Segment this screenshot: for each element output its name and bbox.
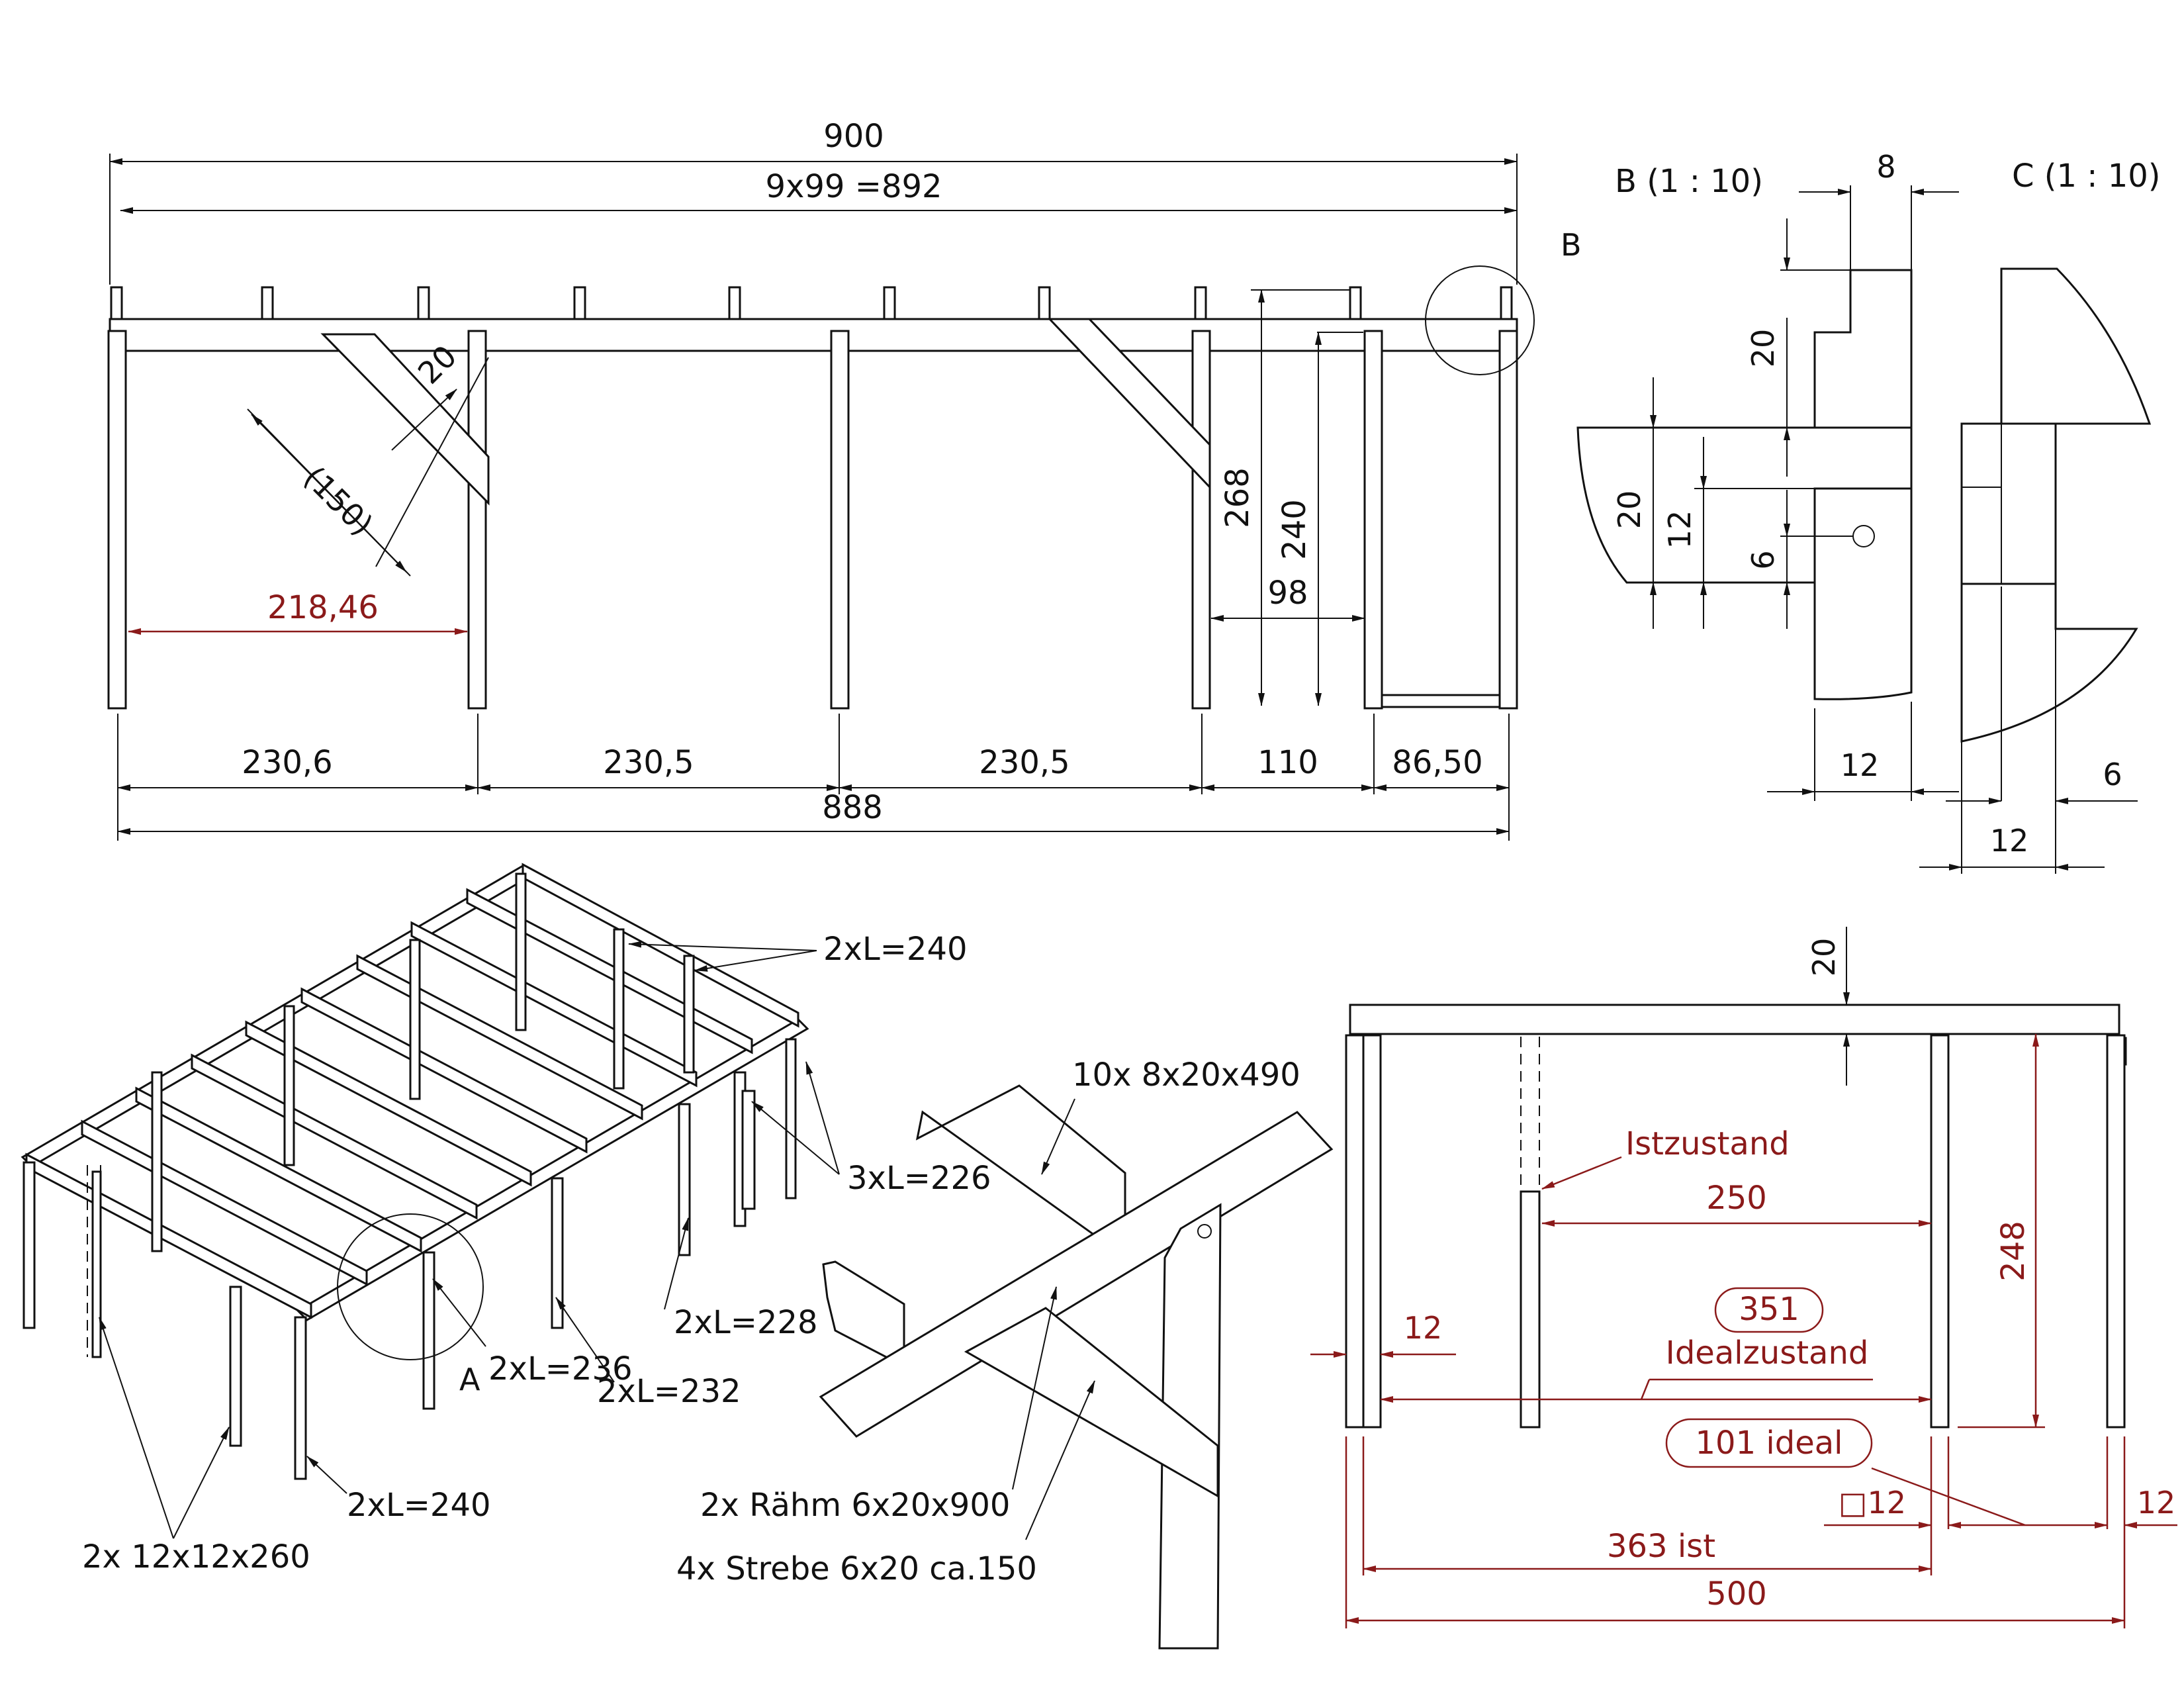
iso-label-posts-240-top: 2xL=240 [823,931,968,968]
side-post-2 [1362,1034,1382,1429]
detail-c-top-cut [2000,267,2152,425]
side-actual-label: Istzustand [1625,1125,1790,1162]
detail-b-post-top [1813,269,1913,429]
detail-c-dim-6: 6 [2103,757,2122,792]
side-post-3 [1930,1034,1950,1429]
side-overall-width: 500 [1706,1575,1767,1613]
detail-b-title: B (1 : 10) [1615,163,1763,200]
side-square-post: □12 [1839,1485,1906,1521]
iso-label-posts-228: 2xL=228 [674,1304,818,1341]
dim-bay-2: 230,5 [603,744,694,781]
dim-end-frame-width: 98 [1267,575,1308,612]
side-dim-post-size: 12 [1404,1310,1443,1346]
iso-posts [23,872,797,1480]
side-dim-top-offset: 20 [1806,938,1842,977]
iso-label-posts-232: 2xL=232 [597,1373,741,1410]
brace-left [320,333,490,506]
side-top-beam [1349,1004,2120,1035]
iso-label-posts-240-front: 2xL=240 [347,1487,491,1524]
iso-label-legs: 2x 12x12x260 [82,1538,310,1575]
front-posts [107,330,1518,710]
side-ideal-overhang-box [1665,1418,1873,1468]
dim-clear-span: 218,46 [267,589,379,626]
detail-a-circle [337,1213,484,1360]
detail-a-beams: 2x Rähm 6x20x900 [700,1487,1010,1524]
detail-c-dim-12: 12 [1990,823,2029,859]
dim-height-post: 240 [1276,499,1313,560]
dim-brace-length: (150) [296,459,380,543]
front-top-beam [109,318,1518,352]
side-ideal-value: 351 [1739,1291,1799,1328]
dim-bay-3: 230,5 [979,744,1069,781]
detail-b-dim-12-vert: 12 [1662,510,1698,549]
front-view: B 900 9x99 =892 (150) 20 218,46 268 240 … [107,118,1582,841]
dim-spacing-note: 9x99 =892 [765,168,942,205]
dim-overall-length: 900 [823,118,884,155]
side-post-4 [2106,1034,2126,1429]
brace-right [1047,318,1211,490]
detail-b: B (1 : 10) 8 20 20 12 6 [1576,149,1959,801]
detail-c-title: C (1 : 10) [2012,158,2161,195]
iso-label-posts-226: 3xL=226 [847,1160,991,1197]
dim-height-total: 268 [1219,467,1256,528]
detail-a-beam [819,1111,1334,1438]
iso-label-posts-236: 2xL=236 [488,1350,633,1387]
detail-b-dim-12: 12 [1841,747,1880,783]
side-post-size-right: 12 [2137,1485,2176,1521]
side-ideal-label: Idealzustand [1666,1335,1869,1372]
detail-b-dim-20-lower: 20 [1612,491,1647,530]
iso-view: A 2xL=240 3xL=226 2xL=228 2xL=236 2xL=23… [21,863,991,1575]
detail-a-braces: 4x Strebe 6x20 ca.150 [676,1550,1037,1587]
side-post-1 [1345,1034,1365,1429]
dim-overall-span: 888 [822,789,883,826]
side-dim-height: 248 [1995,1221,2032,1282]
dim-bay-4: 110 [1257,744,1318,781]
detail-c-post [1960,422,2057,585]
side-view: 20 Istzustand 250 248 12 351 Idealzustan… [1310,927,2177,1628]
detail-c-lower [1960,583,2138,743]
side-actual-span: 363 ist [1607,1528,1715,1565]
iso-detail-marker: A [459,1362,480,1397]
dim-bay-1: 230,6 [242,744,332,781]
detail-c: C (1 : 10) 6 12 [1919,158,2161,874]
detail-a: 10x 8x20x490 2x Rähm 6x20x900 4x Strebe … [676,1056,1334,1650]
dim-bay-5: 86,50 [1392,744,1482,781]
detail-b-dim-8: 8 [1876,149,1895,185]
rafter-stubs [110,286,1513,320]
detail-b-marker: B [1561,227,1582,263]
side-actual-width: 250 [1706,1180,1767,1217]
detail-a-brace [964,1307,1219,1498]
side-ideal-value-box [1714,1287,1824,1333]
detail-b-post-lower [1813,487,1913,700]
detail-a-rafters: 10x 8x20x490 [1072,1056,1300,1094]
side-ideal-overhang: 101 ideal [1696,1425,1843,1462]
detail-b-circle [1425,265,1535,375]
detail-a-rafter-left [822,1260,905,1368]
detail-b-dim-20-upper: 20 [1745,329,1781,368]
detail-b-dim-6: 6 [1745,550,1781,569]
